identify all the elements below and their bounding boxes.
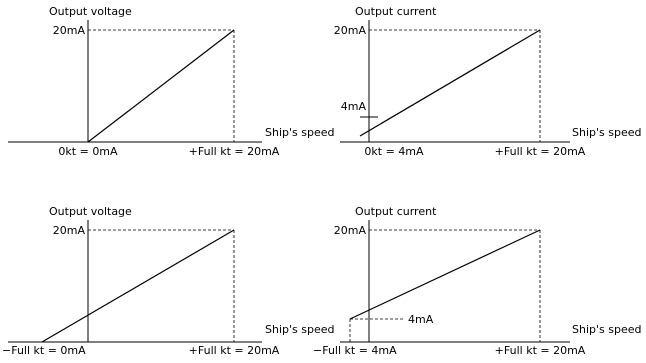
output-line bbox=[87, 29, 235, 143]
x-axis-label: Ship's speed bbox=[572, 323, 641, 336]
x-left-label: 0kt = 0mA bbox=[58, 145, 118, 158]
max-value-label: 20mA bbox=[334, 224, 367, 237]
4ma-label: 4mA bbox=[341, 100, 367, 113]
x-right-label: +Full kt = 20mA bbox=[189, 344, 280, 357]
x-right-label: +Full kt = 20mA bbox=[495, 344, 586, 357]
y-axis-label: Output voltage bbox=[49, 205, 132, 218]
panel-voltage-bipolar: Output voltage 20mA Ship's speed −Full k… bbox=[2, 205, 334, 357]
max-value-label: 20mA bbox=[53, 24, 86, 37]
output-line bbox=[349, 229, 541, 320]
x-right-label: +Full kt = 20mA bbox=[495, 145, 586, 158]
x-right-label: +Full kt = 20mA bbox=[189, 145, 280, 158]
panel-current-unipolar: Output current 20mA 4mA Ship's speed 0kt… bbox=[334, 5, 642, 158]
y-axis-label: Output current bbox=[355, 5, 437, 18]
output-line bbox=[41, 229, 235, 343]
x-left-label: −Full kt = 0mA bbox=[2, 344, 86, 357]
x-left-label: −Full kt = 4mA bbox=[313, 344, 397, 357]
y-axis-label: Output voltage bbox=[49, 5, 132, 18]
panel-voltage-unipolar: Output voltage 20mA Ship's speed 0kt = 0… bbox=[8, 5, 334, 158]
y-axis-label: Output current bbox=[355, 205, 437, 218]
x-axis-label: Ship's speed bbox=[572, 126, 641, 139]
4ma-label: 4mA bbox=[408, 313, 434, 326]
x-left-label: 0kt = 4mA bbox=[364, 145, 424, 158]
max-value-label: 20mA bbox=[53, 224, 86, 237]
panel-current-bipolar: Output current 20mA 4mA Ship's speed −Fu… bbox=[313, 205, 641, 357]
max-value-label: 20mA bbox=[334, 24, 367, 37]
output-line bbox=[359, 29, 541, 137]
x-axis-label: Ship's speed bbox=[265, 126, 334, 139]
x-axis-label: Ship's speed bbox=[265, 323, 334, 336]
